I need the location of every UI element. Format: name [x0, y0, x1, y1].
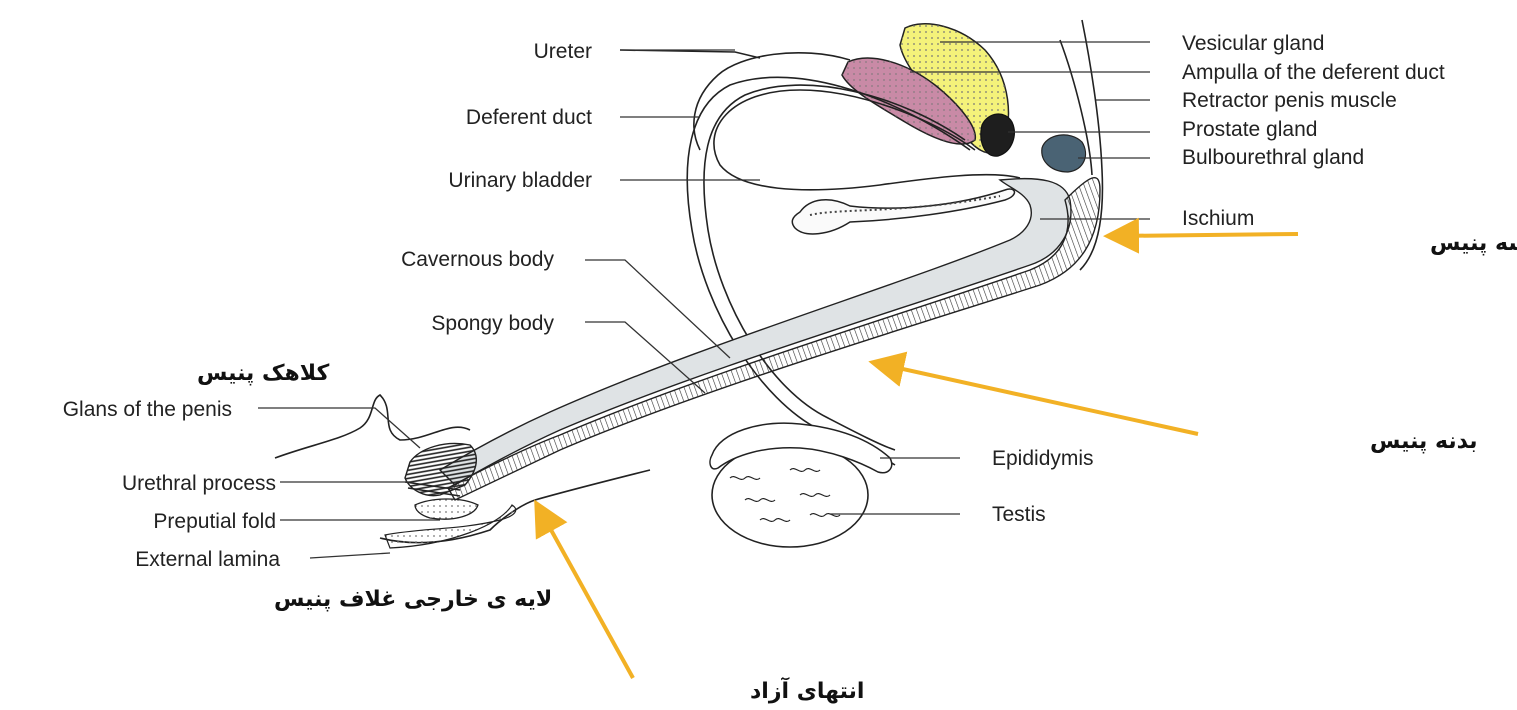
label-fa-free-end: انتهای آزاد	[750, 676, 864, 704]
ischium-bone	[792, 189, 1014, 234]
label-spongy-body: Spongy body	[431, 312, 554, 335]
label-retractor: Retractor penis muscle	[1182, 89, 1397, 112]
label-fa-root: ریشه پنیس	[1430, 231, 1517, 256]
label-deferent-duct: Deferent duct	[466, 106, 592, 129]
bulbourethral-gland	[1042, 135, 1086, 172]
label-urethral-process: Urethral process	[122, 472, 276, 495]
label-testis: Testis	[992, 503, 1046, 526]
label-fa-glans-cap: کلاهک پنیس	[197, 361, 329, 386]
label-prostate: Prostate gland	[1182, 118, 1317, 141]
label-urinary-bladder: Urinary bladder	[448, 169, 592, 192]
deferent-duct-loop-inner	[704, 85, 965, 450]
prostate-gland	[981, 114, 1014, 156]
ureter-line	[620, 50, 760, 58]
label-ischium: Ischium	[1182, 207, 1254, 230]
arrow-root	[1115, 234, 1298, 236]
label-ureter: Ureter	[534, 40, 592, 63]
label-bulbourethral: Bulbourethral gland	[1182, 146, 1364, 169]
label-glans: Glans of the penis	[63, 398, 232, 421]
label-fa-body: بدنه پنیس	[1370, 429, 1478, 454]
arrow-free-end	[540, 510, 633, 678]
preputial-fold	[415, 499, 478, 519]
ureter-top	[694, 53, 850, 150]
label-fa-external-layer: لایه ی خارجی غلاف پنیس	[274, 587, 552, 612]
label-vesicular-gland: Vesicular gland	[1182, 32, 1324, 55]
arrow-body	[880, 364, 1198, 434]
label-epididymis: Epididymis	[992, 447, 1094, 470]
label-external-lamina: External lamina	[135, 548, 280, 571]
label-preputial-fold: Preputial fold	[153, 510, 276, 533]
label-ampulla: Ampulla of the deferent duct	[1182, 61, 1445, 84]
label-cavernous-body: Cavernous body	[401, 248, 554, 271]
leader-lines	[258, 42, 1150, 558]
